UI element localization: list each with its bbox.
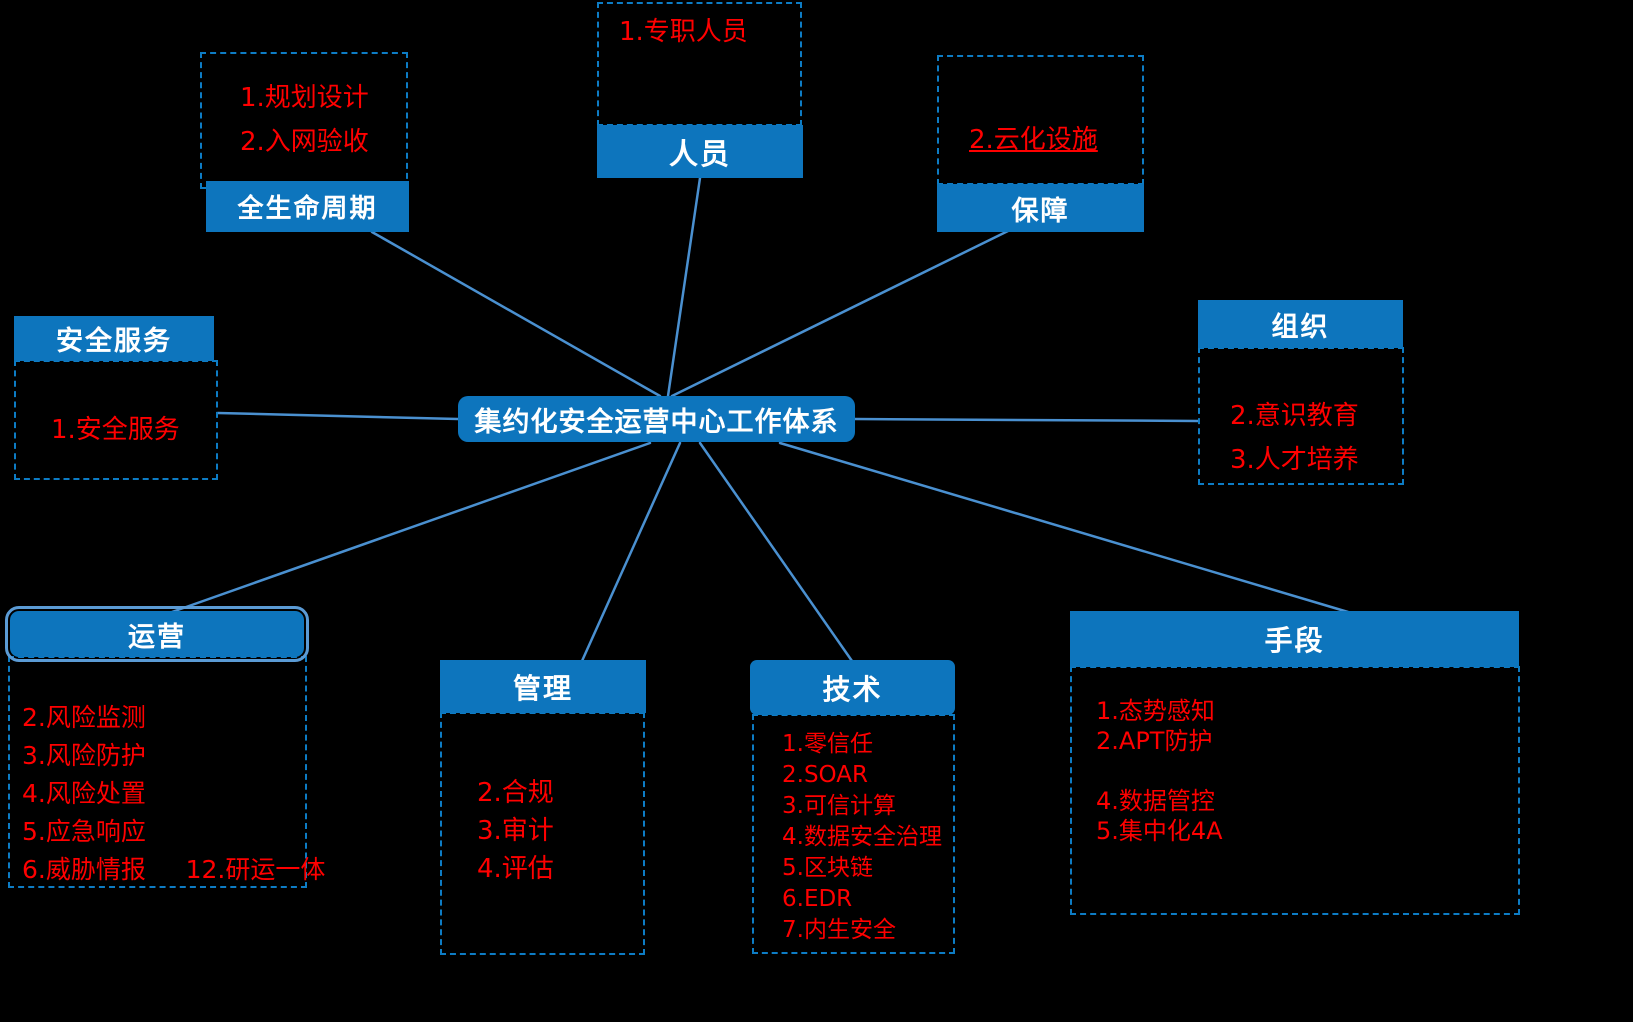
panel-technology-item-0: 1.零信任: [782, 731, 873, 757]
panel-operation-item-4: 6.威胁情报 12.研运一体: [22, 855, 326, 884]
center-node[interactable]: 集约化安全运营中心工作体系: [458, 396, 855, 442]
panel-technology-item-1: 2.SOAR: [782, 762, 868, 788]
panel-means-item-3: 4.数据管控: [1096, 787, 1215, 815]
panel-lifecycle-item-0: 1.规划设计: [240, 83, 369, 113]
panel-means-item-2: [1072, 756, 1518, 786]
panel-security-service: 1.安全服务: [14, 360, 218, 480]
connector-personnel: [666, 176, 702, 398]
panel-management-item-0: 2.合规: [477, 778, 554, 808]
panel-technology: 1.零信任 2.SOAR 3.可信计算 4.数据安全治理 5.区块链 6.EDR…: [752, 714, 955, 954]
node-organization[interactable]: 组织: [1198, 300, 1403, 348]
panel-operation: 2.风险监测 3.风险防护 4.风险处置 5.应急响应 6.威胁情报 12.研运…: [8, 656, 326, 888]
node-management[interactable]: 管理: [440, 660, 646, 713]
panel-technology-item-4: 5.区块链: [782, 855, 873, 881]
panel-assurance: 2.云化设施: [937, 55, 1144, 185]
connector-lifecycle: [370, 230, 662, 398]
panel-means-item-0: 1.态势感知: [1096, 697, 1215, 725]
connector-assurance: [670, 228, 1012, 398]
connector-management: [580, 441, 682, 663]
panel-technology-item-3: 4.数据安全治理: [782, 824, 942, 850]
node-means[interactable]: 手段: [1070, 611, 1519, 667]
connector-operation: [170, 441, 652, 614]
panel-organization-item-1: 3.人才培养: [1230, 445, 1359, 475]
node-lifecycle[interactable]: 全生命周期: [206, 181, 409, 232]
panel-lifecycle-item-1: 2.入网验收: [240, 127, 369, 157]
panel-lifecycle: 1.规划设计 2.入网验收: [200, 52, 408, 189]
panel-technology-item-5: 6.EDR: [782, 886, 853, 912]
panel-assurance-item-0: 2.云化设施: [969, 125, 1098, 155]
panel-operation-item-1: 3.风险防护: [22, 741, 146, 770]
node-technology[interactable]: 技术: [750, 660, 955, 715]
panel-organization: 2.意识教育 3.人才培养: [1198, 347, 1404, 485]
connector-organization: [853, 417, 1200, 423]
panel-management-item-1: 3.审计: [477, 816, 554, 846]
panel-means-item-4: 5.集中化4A: [1096, 817, 1223, 845]
node-assurance[interactable]: 保障: [937, 184, 1144, 232]
node-security-service[interactable]: 安全服务: [14, 316, 214, 361]
panel-operation-item-3: 5.应急响应: [22, 817, 146, 846]
panel-technology-item-6: 7.内生安全: [782, 917, 896, 943]
node-personnel[interactable]: 人员: [597, 125, 803, 178]
panel-operation-item-0: 2.风险监测: [22, 703, 146, 732]
panel-organization-item-0: 2.意识教育: [1230, 401, 1359, 431]
panel-operation-item-2: 4.风险处置: [22, 779, 146, 808]
panel-personnel-item-0: 1.专职人员: [619, 17, 748, 47]
node-operation[interactable]: 运营: [5, 606, 309, 662]
panel-management-item-2: 4.评估: [477, 854, 554, 884]
connector-security-service: [216, 411, 460, 421]
connector-technology: [698, 441, 854, 663]
panel-personnel: 1.专职人员: [597, 2, 802, 126]
panel-security-service-item-0: 1.安全服务: [51, 415, 180, 445]
panel-means-item-1: 2.APT防护: [1096, 727, 1213, 755]
panel-technology-item-2: 3.可信计算: [782, 793, 896, 819]
panel-management: 2.合规 3.审计 4.评估: [440, 712, 645, 955]
panel-means: 1.态势感知 2.APT防护 4.数据管控 5.集中化4A: [1070, 666, 1520, 915]
